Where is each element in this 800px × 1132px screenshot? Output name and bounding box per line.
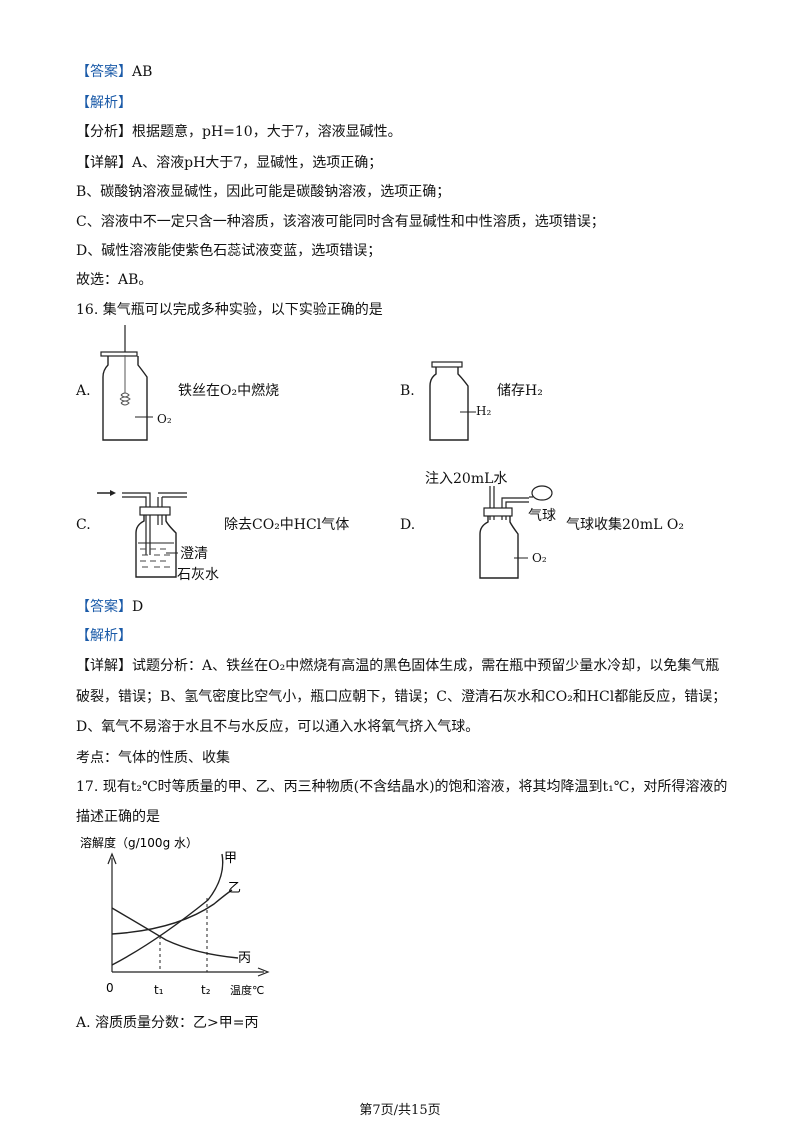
option-b-text: 储存H₂: [497, 383, 543, 399]
option-d-balloon-label: 气球: [528, 508, 556, 524]
q16-kaodian: 考点：气体的性质、收集: [76, 750, 230, 766]
q15-analysis-tag: 【解析】: [76, 95, 132, 111]
option-c-liquid-label-2: 石灰水: [177, 567, 219, 583]
q16-answer-line: 【答案】D: [76, 599, 144, 615]
apparatus-c-wash-bottle: [97, 490, 187, 578]
x-tick-t2: t₂: [201, 983, 211, 997]
series-jia-line: [111, 853, 224, 966]
option-b-gas-label: H₂: [476, 404, 492, 418]
q15-fenxi-line: 【分析】根据题意，pH=10，大于7，溶液显碱性。: [76, 124, 402, 140]
solubility-chart: 溶解度（g/100g 水） 甲 乙 丙 0 t₁ t₂ 温度℃: [80, 835, 270, 997]
option-b-letter: B.: [400, 383, 415, 399]
option-d-inject-label: 注入20mL水: [425, 471, 508, 487]
q15-answer-line: 【答案】AB: [76, 62, 152, 82]
apparatus-d-balloon-bottle: [479, 485, 553, 579]
option-a-text: 铁丝在O₂中燃烧: [178, 383, 280, 399]
chart-xlabel: 温度℃: [230, 983, 264, 997]
answer-tag: 【答案】: [76, 64, 132, 80]
option-d-gas-label: O₂: [532, 551, 547, 565]
legend-jia: 甲: [224, 851, 237, 866]
q15-detail-c: C、溶液中不一定只含一种溶质，该溶液可能同时含有显碱性和中性溶质，选项错误；: [76, 214, 605, 230]
option-d-text: 气球收集20mL O₂: [566, 517, 684, 533]
q16-analysis-tag: 【解析】: [76, 628, 132, 644]
apparatus-b-storage-bottle: [429, 361, 476, 441]
option-a-gas-label: O₂: [157, 412, 172, 426]
chart-origin-label: 0: [106, 981, 114, 995]
x-tick-t1: t₁: [154, 983, 164, 997]
q16-detail-2: 破裂，错误；B、氢气密度比空气小，瓶口应朝下，错误；C、澄清石灰水和CO₂和HC…: [76, 689, 727, 705]
q17-option-a: A. 溶质质量分数：乙>甲=丙: [76, 1015, 259, 1031]
q17-stem-2: 描述正确的是: [76, 809, 160, 825]
q15-detail-d: D、碱性溶液能使紫色石蕊试液变蓝，选项错误；: [76, 243, 382, 259]
answer-value: AB: [132, 64, 153, 80]
page-footer: 第7页/共15页: [359, 1103, 441, 1118]
option-c-liquid-label-1: 澄清: [180, 546, 208, 562]
option-c-letter: C.: [76, 517, 91, 533]
q16-stem: 16. 集气瓶可以完成多种实验，以下实验正确的是: [76, 302, 383, 318]
q16-detail-1: 【详解】试题分析：A、铁丝在O₂中燃烧有高温的黑色固体生成，需在瓶中预留少量水冷…: [76, 658, 720, 674]
q16-detail-3: D、氧气不易溶于水且不与水反应，可以通入水将氧气挤入气球。: [76, 719, 480, 735]
series-bing-line: [111, 907, 239, 959]
legend-bing: 丙: [238, 951, 251, 966]
option-c-text: 除去CO₂中HCl气体: [224, 517, 350, 533]
apparatus-a-iron-burning: [100, 325, 153, 441]
option-a-letter: A.: [76, 383, 91, 399]
chart-ylabel: 溶解度（g/100g 水）: [80, 835, 198, 850]
q17-stem-1: 17. 现有t₂℃时等质量的甲、乙、丙三种物质(不含结晶水)的饱和溶液，将其均降…: [76, 779, 728, 795]
legend-yi: 乙: [228, 881, 241, 896]
option-d-letter: D.: [400, 517, 416, 533]
q15-conclusion: 故选：AB。: [76, 272, 153, 288]
q15-detail-b: B、碳酸钠溶液显碱性，因此可能是碳酸钠溶液，选项正确；: [76, 184, 451, 200]
series-yi-line: [111, 889, 233, 935]
q15-detail-a: 【详解】A、溶液pH大于7，显碱性，选项正确；: [76, 155, 383, 171]
balloon-icon: [531, 485, 553, 501]
